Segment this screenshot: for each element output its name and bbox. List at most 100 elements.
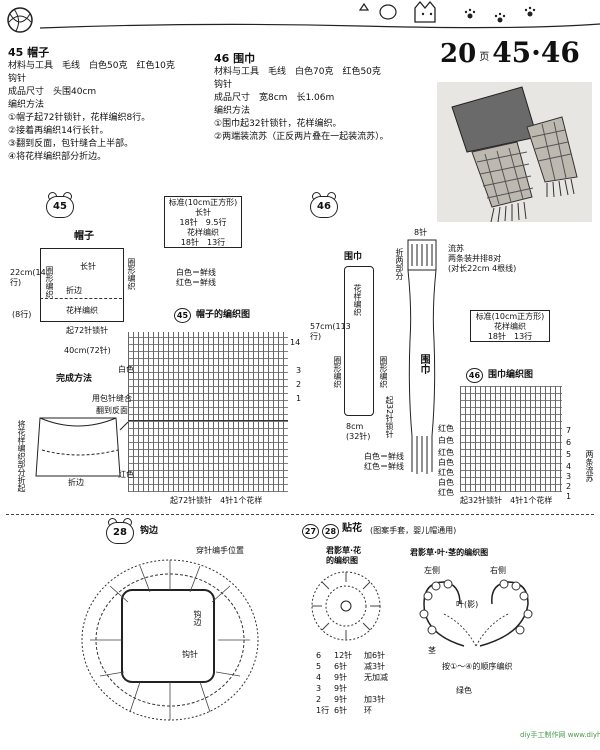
- finish-title: 完成方法: [56, 374, 93, 384]
- scarf-width-stitches: (32针): [346, 432, 371, 441]
- border-center-label: 钩边: [193, 610, 202, 626]
- scarf-instructions: 46 围巾 材料与工具 毛线 白色70克 红色50克 钩针 成品尺寸 宽8cm …: [214, 50, 389, 144]
- scarf-needle: 钩针: [214, 80, 233, 90]
- badge-27: 27: [302, 524, 319, 539]
- hat-chart-bottom: 起72针锁针 4针1个花样: [170, 496, 263, 505]
- badge-28: 28: [106, 518, 134, 544]
- fold-side-note: 将花样编织部分折起: [17, 420, 26, 492]
- applique-subtitle: (图案手套，婴儿帽通用): [370, 526, 457, 535]
- scarf-row-label: 红色: [438, 468, 454, 477]
- scarf-top-width: 8针: [414, 228, 428, 237]
- finish-sketch: [35, 417, 129, 477]
- border-note: 穿针编手位置: [196, 546, 244, 555]
- watermark: diy手工制作网 www.diyhz.com: [520, 731, 600, 739]
- header-doodle: [7, 0, 600, 33]
- scarf-chart-title: 围巾编织图: [488, 370, 534, 380]
- scarf-title: 46 围巾: [214, 52, 256, 65]
- scarf-row-label: 红色: [438, 424, 454, 433]
- scarf-circle-label-right: 圈形编织: [379, 356, 388, 388]
- scarf-row-number: 6: [566, 438, 572, 447]
- scarf-length: 57cm(113行): [310, 322, 351, 341]
- hat-long-stitch-label: 长针: [80, 262, 96, 271]
- scarf-materials: 材料与工具 毛线 白色70克 红色50克: [214, 67, 381, 77]
- hat-row-number: 2: [296, 380, 302, 389]
- gauge-line: 18针 13行: [180, 238, 226, 247]
- gauge-line: 18针 9.5行: [179, 218, 227, 227]
- hat-diagram-title: 帽子: [74, 231, 94, 242]
- hat-row-label-white: 白色: [118, 365, 134, 374]
- scarf-size: 成品尺寸 宽8cm 长1.06m: [214, 93, 335, 103]
- border-side-label: 钩针: [182, 650, 198, 659]
- hat-pattern-label: 花样编织: [66, 306, 98, 315]
- badge-46: 46: [310, 192, 338, 218]
- scarf-side-note: 两条流苏: [585, 450, 594, 482]
- scarf-fringe-spec: 两条装并排8对 (对长22cm 4根线): [448, 254, 517, 273]
- hat-chart-title: 帽子的编织图: [196, 310, 251, 320]
- hat-stitch-chart: [128, 332, 288, 492]
- chart-divider: [128, 420, 288, 421]
- chart-badge-45: 45: [174, 308, 191, 323]
- scarf-diagram-title: 围巾: [344, 252, 363, 262]
- scarf-mid-label: 围巾: [418, 354, 429, 374]
- scarf-photo: [437, 82, 592, 222]
- stem-label: 茎: [428, 646, 436, 655]
- border-chart: [81, 559, 259, 721]
- scarf-schematic: [344, 266, 374, 416]
- hat-circle-knit-right: 圈形编织: [127, 258, 136, 290]
- color-label: 绿色: [456, 686, 472, 695]
- hat-row-label-red: 红色: [118, 470, 134, 479]
- hat-color-2: 红色＝鲜线: [176, 278, 216, 287]
- hat-row-number: 14: [290, 338, 301, 347]
- scarf-pattern-label: 花样编织: [353, 284, 362, 316]
- gauge-line: 长针: [195, 208, 211, 217]
- leaf-label: 叶(影): [456, 600, 479, 609]
- hat-instructions: 45 帽子 材料与工具 毛线 白色50克 红色10克 钩针 成品尺寸 头围40c…: [8, 44, 175, 164]
- fold-line: [40, 298, 122, 299]
- scarf-row-label: 红色: [438, 448, 454, 457]
- scarf-row-label: 白色: [438, 458, 454, 467]
- fold-bottom-label: 折边: [68, 478, 84, 487]
- scarf-row-number: 4: [566, 462, 572, 471]
- gauge-box-45: 标准(10cm正方形) 长针 18针 9.5行 花样编织 18针 13行: [164, 196, 242, 248]
- scarf-fringe-note: 起32针锁针: [385, 396, 394, 439]
- hat-start-chain: 起72针锁针: [66, 326, 109, 335]
- seam-note: 用包针缝合: [92, 394, 132, 403]
- gauge-line: 标准(10cm正方形): [475, 312, 545, 321]
- flower-chart: [311, 571, 381, 641]
- hat-size: 成品尺寸 头围40cm: [8, 87, 97, 97]
- chart-badge-46: 46: [466, 368, 483, 383]
- section-divider: [6, 514, 594, 515]
- scarf-row-label: 白色: [438, 436, 454, 445]
- scarf-method-title: 编织方法: [214, 106, 251, 116]
- gauge-line: 标准(10cm正方形): [168, 198, 238, 207]
- hat-dim-left: 22cm(14行): [10, 268, 46, 287]
- hat-row-number: 3: [296, 366, 302, 375]
- hat-step: ②接着再编织14行长针。: [8, 126, 109, 136]
- scarf-row-number: 2: [566, 482, 572, 491]
- fold-note: 翻到反面: [96, 406, 128, 415]
- hat-schematic: [40, 248, 124, 322]
- hat-circle-knit-left: 圈形编织: [45, 266, 54, 298]
- gauge-line: 18针 13行: [487, 332, 533, 341]
- badge-28b: 28: [322, 524, 339, 539]
- scarf-step: ②两端装流苏（正反两片叠在一起装流苏）。: [214, 132, 389, 142]
- leaf-chart: [419, 579, 533, 647]
- hat-step: ④将花样编织部分折边。: [8, 152, 107, 162]
- leaf-right-label: 右侧: [490, 566, 506, 575]
- scarf-long-schematic: [407, 239, 437, 474]
- scarf-color-2: 红色＝鲜线: [364, 462, 404, 471]
- hat-row-number: 1: [296, 394, 302, 403]
- gauge-line: 花样编织: [187, 228, 219, 237]
- leaf-chart-title: 君影草·叶·茎的编织图: [410, 548, 489, 557]
- hat-materials: 材料与工具 毛线 白色50克 红色10克: [8, 61, 175, 71]
- scarf-row-label: 白色: [438, 478, 454, 487]
- badge-45: 45: [46, 192, 74, 218]
- scarf-row-number: 7: [566, 426, 572, 435]
